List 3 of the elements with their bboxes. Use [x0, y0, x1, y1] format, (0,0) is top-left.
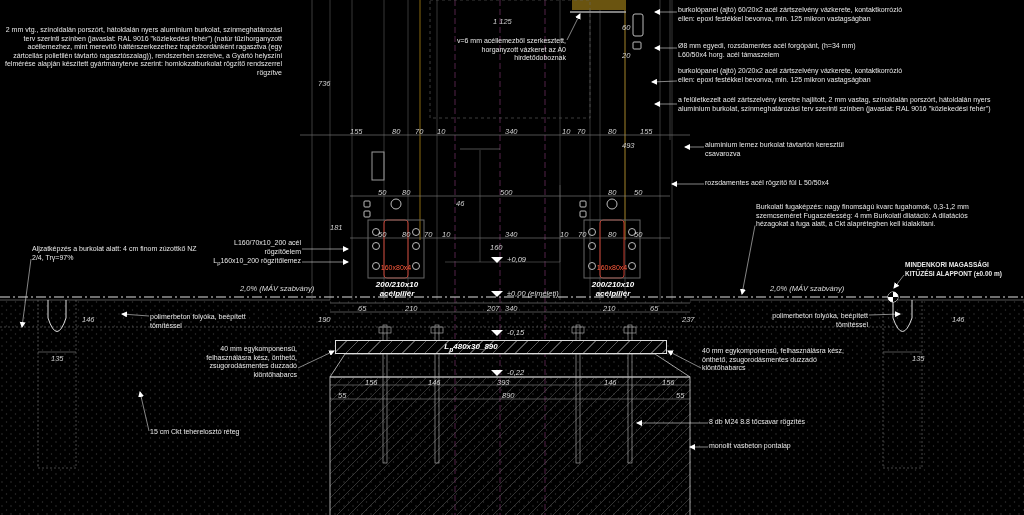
- base-plate: L$_{p}$480x30_890: [335, 340, 667, 354]
- member-label: 200/210x10 acélpillér: [374, 280, 420, 298]
- member-label: 200/210x10 acélpillér: [590, 280, 636, 298]
